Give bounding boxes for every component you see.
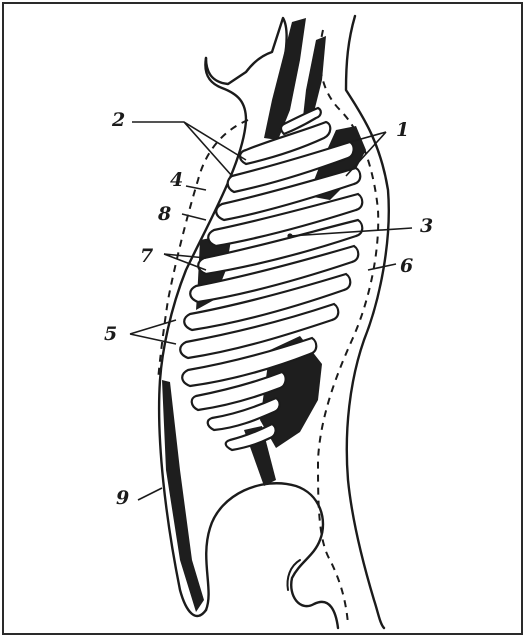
label-9: 9 — [116, 487, 129, 509]
label-8: 8 — [157, 203, 171, 225]
label-6: 6 — [400, 255, 413, 277]
label-7: 7 — [140, 245, 153, 267]
label-2: 2 — [111, 109, 125, 131]
label-5: 5 — [104, 323, 117, 345]
label-3: 3 — [420, 215, 433, 237]
label-1: 1 — [396, 119, 409, 141]
label-4: 4 — [170, 169, 183, 191]
